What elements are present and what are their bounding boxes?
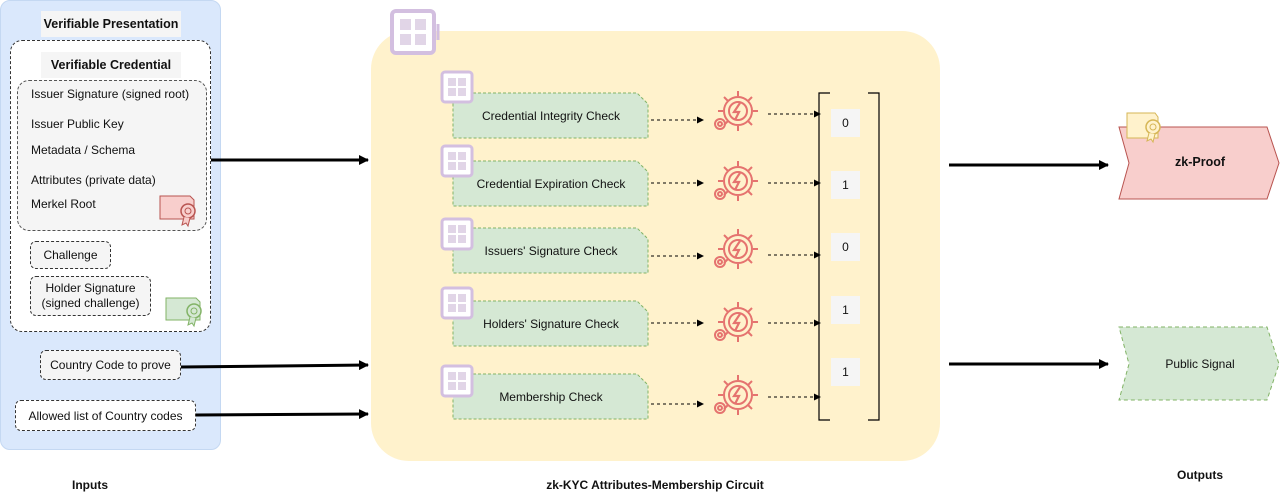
public-signal-label: Public Signal — [1165, 357, 1235, 371]
allowed-list-arrow — [195, 409, 369, 420]
gear-bolt-icon — [713, 300, 760, 344]
holders-signature-check: Holders' Signature Check — [483, 316, 619, 331]
metadata-schema-text: Metadata / Schema — [31, 143, 136, 157]
verifiable-presentation-title: Verifiable Presentation — [41, 11, 181, 37]
holder-signature-line1: Holder Signature — [45, 281, 136, 295]
attributes-text: Attributes (private data) — [31, 173, 156, 187]
gear-bolt-icon — [713, 159, 760, 203]
results-bracket-right — [868, 92, 880, 421]
country-code-arrow — [180, 360, 369, 371]
issuer-public-key-text: Issuer Public Key — [31, 117, 124, 131]
membership-check: Membership Check — [499, 389, 603, 404]
result-bit: 1 — [831, 296, 860, 324]
check-row-5 — [440, 364, 821, 420]
check-row-2 — [440, 144, 821, 207]
result-bit: 1 — [831, 171, 860, 199]
certificate-icon — [1126, 112, 1161, 144]
issuers-signature-check: Issuers' Signature Check — [484, 243, 618, 258]
country-code-box: Country Code to prove — [40, 350, 181, 380]
credential-expiration-check: Credential Expiration Check — [476, 176, 626, 191]
zk-proof-shape — [1118, 126, 1280, 200]
allowed-list-box: Allowed list of Country codes — [15, 400, 196, 431]
check-row-1 — [440, 70, 821, 139]
result-bit: 0 — [831, 233, 860, 261]
gear-bolt-icon — [713, 227, 760, 271]
public-signal-shape — [1118, 326, 1280, 401]
circuit-component-icon — [390, 9, 440, 55]
result-bit: 1 — [831, 358, 860, 386]
circuit-caption: zk-KYC Attributes-Membership Circuit — [546, 478, 764, 492]
verifiable-credential-title: Verifiable Credential — [41, 52, 181, 78]
check-row-3 — [440, 217, 821, 274]
zk-proof-label: zk-Proof — [1175, 155, 1225, 169]
certificate-icon — [165, 297, 202, 328]
gear-bolt-icon — [713, 373, 760, 417]
holder-signature-box: Holder Signature (signed challenge) — [30, 276, 151, 316]
challenge-box: Challenge — [30, 241, 111, 269]
issuer-signature-text: Issuer Signature (signed root) — [31, 87, 190, 101]
merkel-root-text: Merkel Root — [31, 197, 96, 211]
gear-bolt-icon — [713, 89, 760, 133]
holder-signature-line2: (signed challenge) — [41, 296, 140, 310]
credential-integrity-check: Credential Integrity Check — [481, 108, 621, 123]
check-row-4 — [440, 286, 821, 347]
outputs-caption: Outputs — [1177, 468, 1223, 482]
certificate-icon — [159, 195, 196, 228]
result-bit: 0 — [831, 109, 860, 137]
results-bracket-left — [818, 92, 830, 421]
inputs-caption: Inputs — [72, 478, 108, 492]
